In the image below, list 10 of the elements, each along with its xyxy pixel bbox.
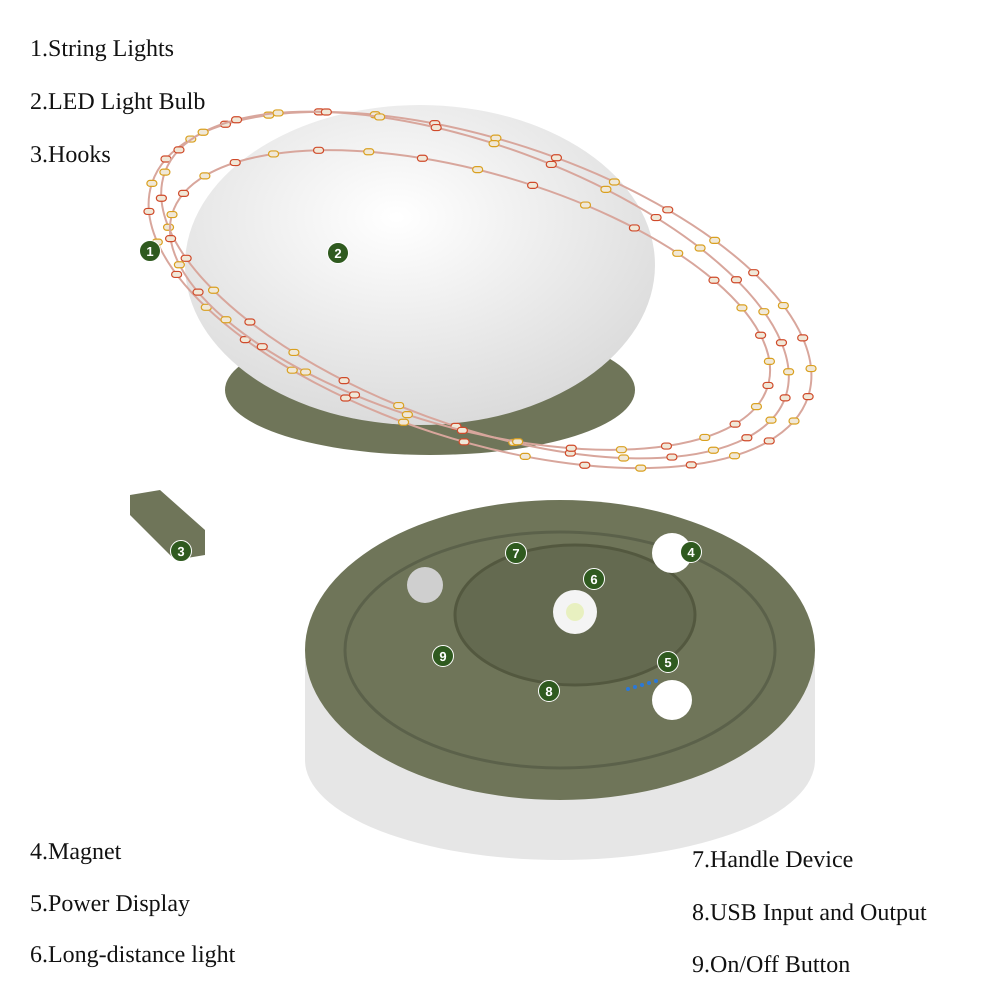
part-label: 5.Power Display [30, 890, 190, 918]
part-label: 8.USB Input and Output [692, 899, 927, 927]
part-label: 2.LED Light Bulb [30, 88, 206, 116]
part-label: 6.Long-distance light [30, 941, 236, 969]
part-label: 7.Handle Device [692, 846, 854, 874]
part-label: 4.Magnet [30, 838, 122, 866]
part-label: 1.String Lights [30, 35, 174, 63]
callout-number: 1 [139, 240, 161, 262]
part-label: 3.Hooks [30, 141, 111, 169]
part-label: 9.On/Off Button [692, 951, 850, 979]
